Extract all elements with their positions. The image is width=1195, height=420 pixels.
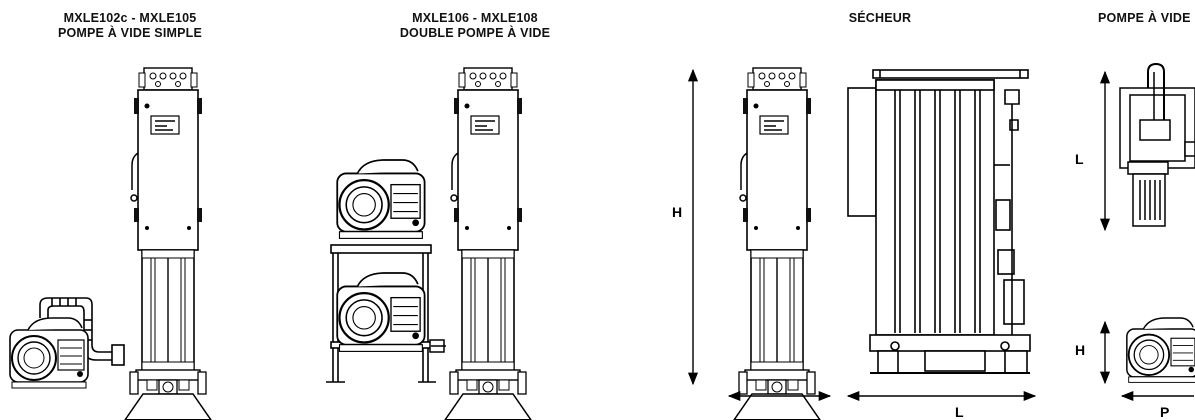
dim-label-pump-height: H [1075, 342, 1086, 358]
vacuum-pump-top-view [1119, 62, 1195, 227]
pump-connection [429, 339, 446, 353]
title-vacuum-pump-line1: POMPE À VIDE [1098, 11, 1191, 25]
vacuum-pump-single [9, 317, 89, 389]
generator-double [444, 67, 532, 420]
dim-label-pump-depth: P [1160, 404, 1170, 420]
generator-single [124, 67, 212, 420]
dim-label-pump-length: L [1075, 151, 1084, 167]
dim-label-dryer-length: L [955, 404, 964, 420]
title-dryer: SÉCHEUR [840, 11, 920, 26]
title-single-pump-line1: MXLE102c - MXLE105 [63, 11, 197, 25]
dim-label-dryer-height: H [672, 204, 683, 220]
vacuum-pump-upper [336, 158, 426, 240]
title-dryer-line1: SÉCHEUR [848, 11, 912, 25]
title-single-pump-line2: POMPE À VIDE SIMPLE [57, 26, 203, 40]
title-single-pump: MXLE102c - MXLE105 POMPE À VIDE SIMPLE [50, 11, 210, 41]
title-double-pump-line1: MXLE106 - MXLE108 [412, 11, 538, 25]
generator-dryer-front [733, 67, 821, 420]
title-double-pump: MXLE106 - MXLE108 DOUBLE POMPE À VIDE [390, 11, 560, 41]
vacuum-pump-lower [336, 271, 426, 353]
title-double-pump-line2: DOUBLE POMPE À VIDE [399, 26, 551, 40]
vacuum-pump-side-view [1125, 317, 1195, 384]
title-vacuum-pump: POMPE À VIDE [1098, 11, 1195, 26]
dryer-body [847, 69, 1031, 374]
